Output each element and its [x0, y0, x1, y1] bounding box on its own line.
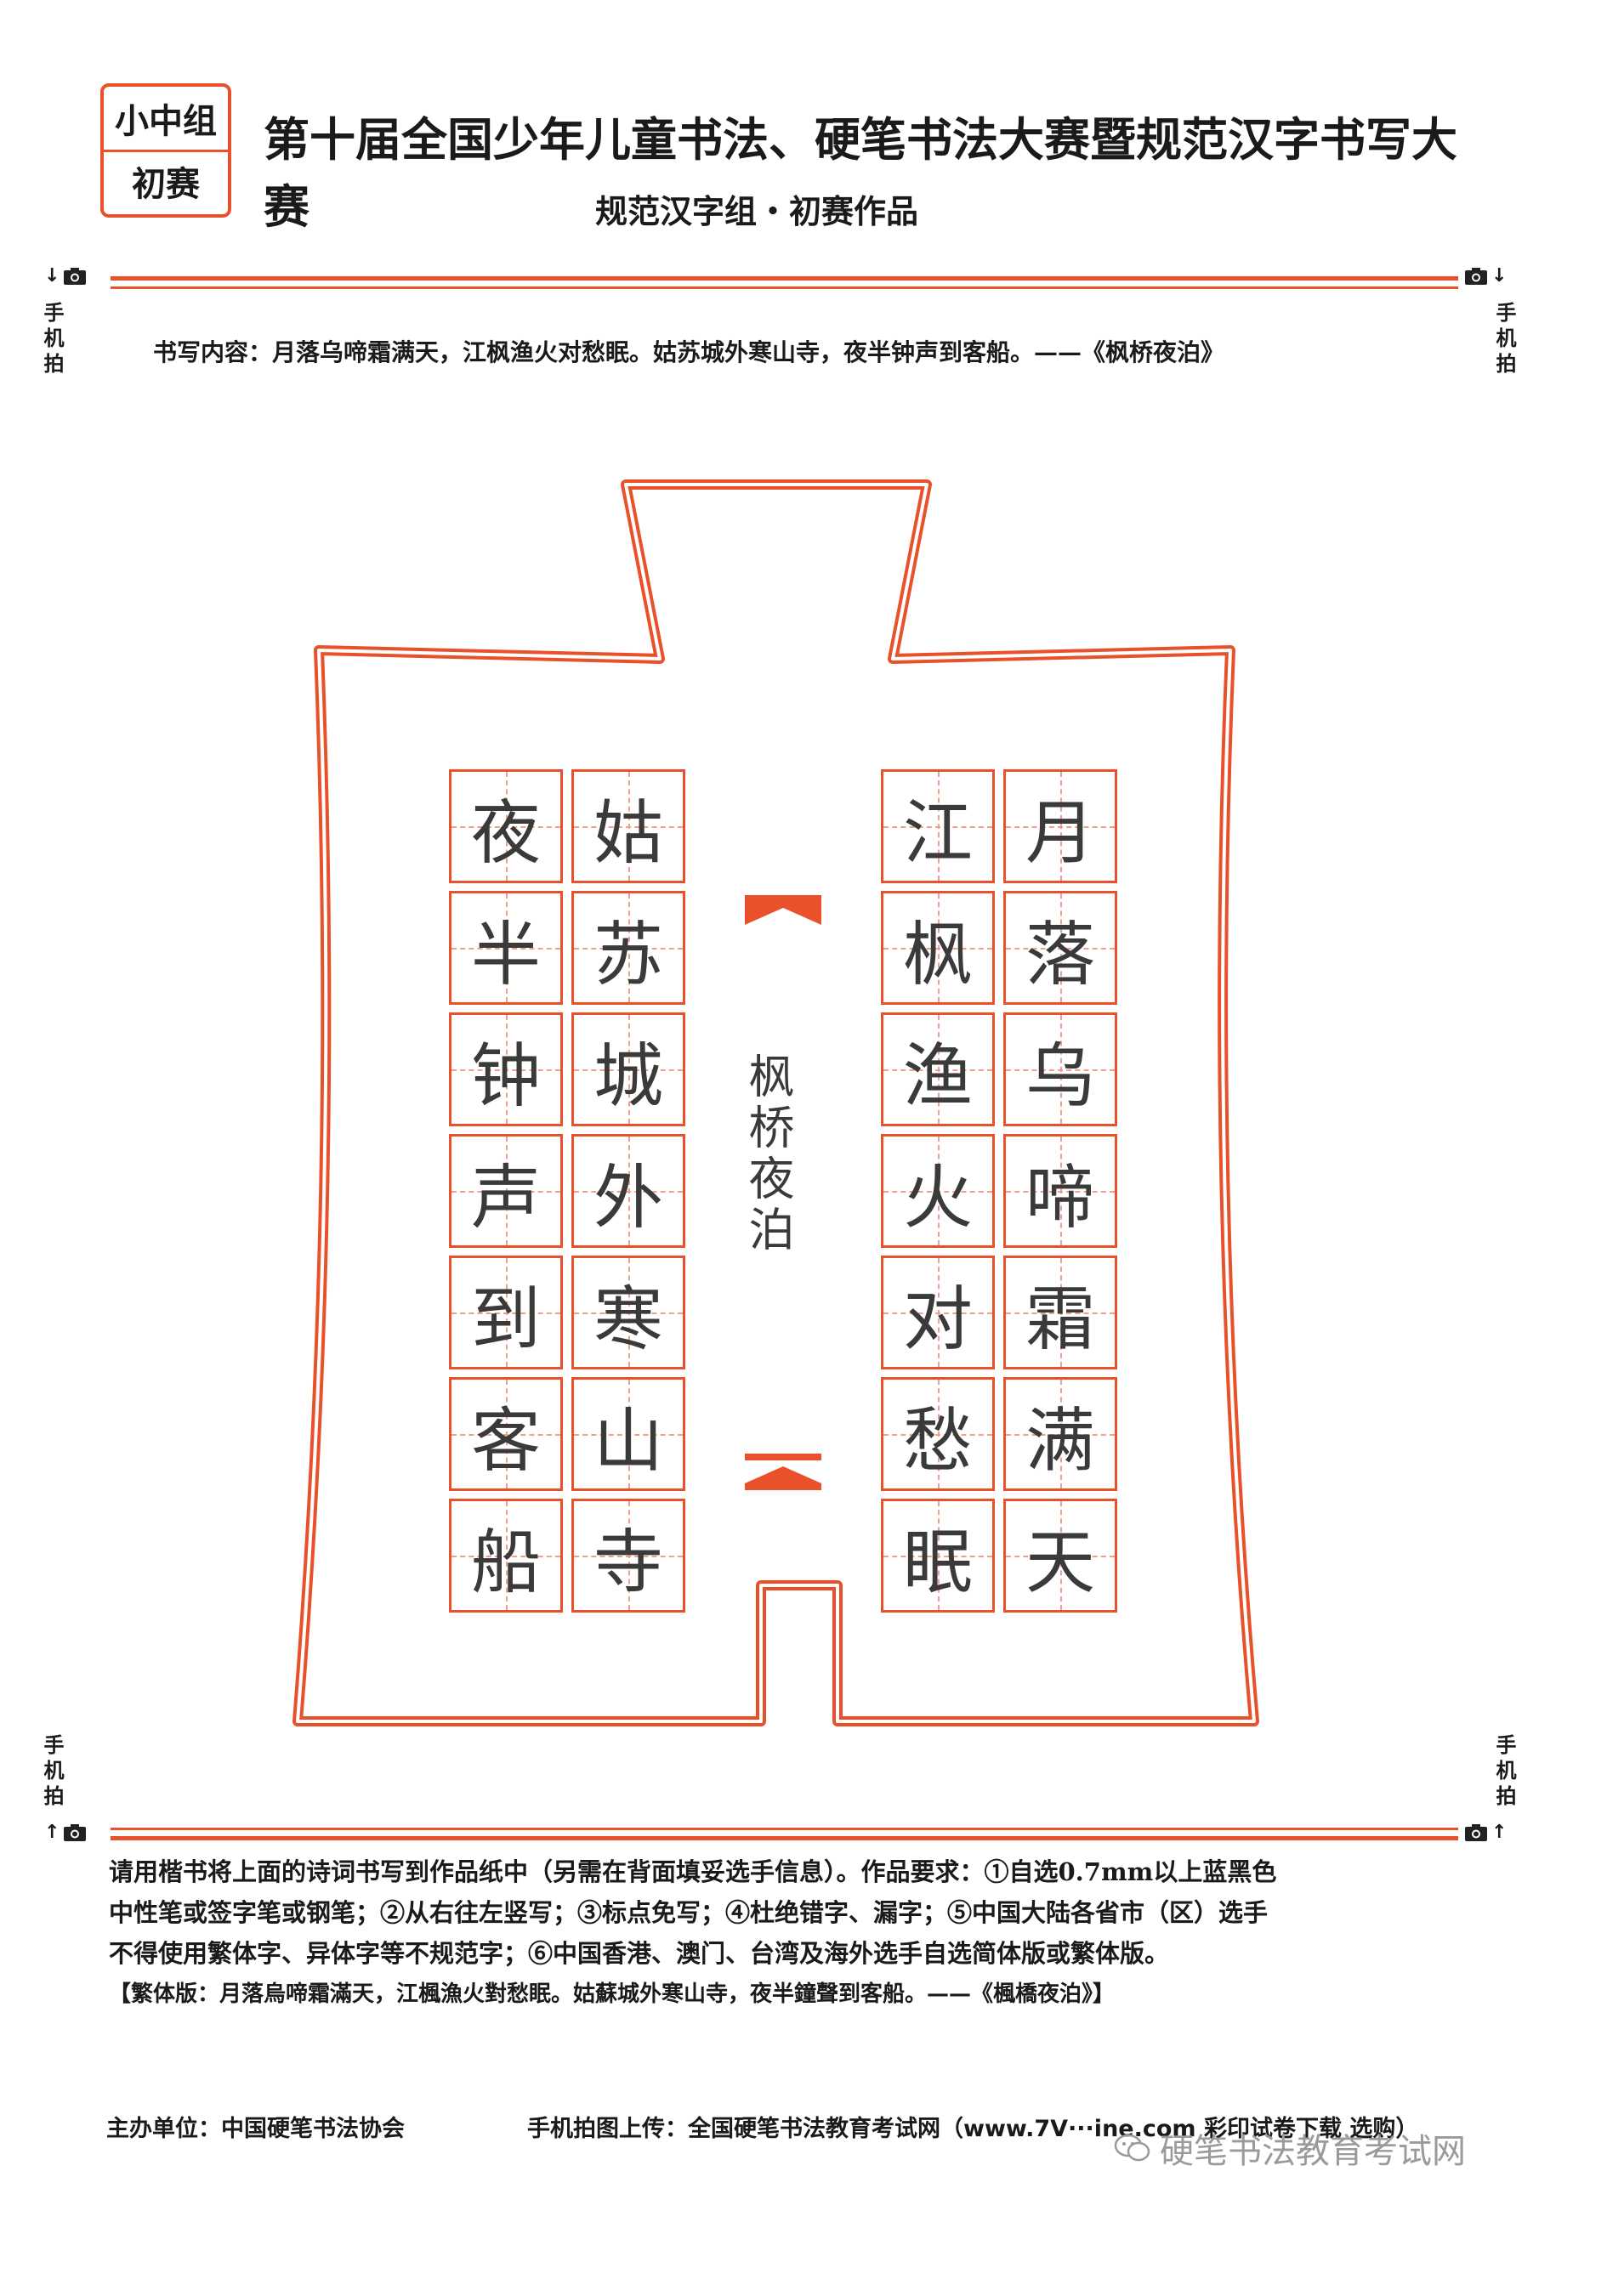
corner-marker-top-left: ↓	[44, 265, 87, 286]
grid-cell: 啼	[1003, 1134, 1117, 1248]
group-label: 小中组	[104, 87, 228, 152]
bottom-divider-2	[111, 1836, 1458, 1840]
corner-marker-top-right: ↓	[1464, 265, 1507, 286]
instructions-line-2: 中性笔或签字笔或钢笔；②从右往左竖写；③标点免写；④杜绝错字、漏字；⑤中国大陆各…	[109, 1898, 1269, 1927]
grid-cell: 苏	[571, 891, 685, 1005]
instructions-line-3: 不得使用繁体字、异体字等不规范字；⑥中国香港、澳门、台湾及海外选手自选简体版或繁…	[109, 1939, 1170, 1968]
arrow-up-icon: ↑	[1491, 1822, 1508, 1843]
phone-shot-label-bottom-right: 手机拍	[1492, 1734, 1517, 1811]
grid-cell: 眠	[881, 1499, 995, 1613]
instructions-line-1: 请用楷书将上面的诗词书写到作品纸中（另需在背面填妥选手信息）。作品要求：①自选0…	[109, 1857, 1277, 1886]
work-column-4: 夜 半 钟 声 到 客 船	[449, 769, 563, 1613]
watermark: 硬笔书法教育考试网	[1114, 2123, 1466, 2173]
phone-shot-label-top-left: 手机拍	[40, 302, 65, 378]
traditional-version: 【繁体版：月落烏啼霜滿天，江楓漁火對愁眠。姑蘇城外寒山寺，夜半鐘聲到客船。——《…	[109, 1981, 1116, 2007]
corner-marker-bottom-right: ↑	[1464, 1822, 1507, 1843]
corner-marker-bottom-left: ↑	[44, 1822, 87, 1843]
work-column-2: 江 枫 渔 火 对 愁 眠	[881, 769, 995, 1613]
wechat-icon	[1114, 2134, 1150, 2162]
organizer: 主办单位：中国硬笔书法协会	[106, 2116, 405, 2142]
grid-cell: 霜	[1003, 1256, 1117, 1369]
grid-cell: 满	[1003, 1377, 1117, 1491]
grid-cell: 客	[449, 1377, 563, 1491]
group-badge: 小中组 初赛	[100, 83, 231, 218]
grid-cell: 夜	[449, 769, 563, 883]
grid-cell: 钟	[449, 1012, 563, 1126]
page-subtitle: 规范汉字组・初赛作品	[595, 193, 919, 230]
grid-cell: 到	[449, 1256, 563, 1369]
camera-icon	[1465, 1823, 1487, 1841]
top-divider-1	[111, 276, 1458, 281]
grid-cell: 月	[1003, 769, 1117, 883]
grid-cell: 声	[449, 1134, 563, 1248]
grid-cell: 落	[1003, 891, 1117, 1005]
grid-cell: 寒	[571, 1256, 685, 1369]
grid-cell: 火	[881, 1134, 995, 1248]
grid-cell: 城	[571, 1012, 685, 1126]
title-marker-bottom	[745, 1454, 821, 1490]
phone-shot-label-top-right: 手机拍	[1492, 302, 1517, 378]
grid-cell: 外	[571, 1134, 685, 1248]
grid-cell: 渔	[881, 1012, 995, 1126]
arrow-up-icon: ↑	[44, 1822, 60, 1843]
grid-cell: 山	[571, 1377, 685, 1491]
page-title: 第十届全国少年儿童书法、硬笔书法大赛暨规范汉字书写大赛	[264, 112, 1457, 234]
grid-cell: 天	[1003, 1499, 1117, 1613]
grid-cell: 姑	[571, 769, 685, 883]
grid-cell: 乌	[1003, 1012, 1117, 1126]
grid-cell: 寺	[571, 1499, 685, 1613]
grid-cell: 船	[449, 1499, 563, 1613]
work-title: 枫桥夜泊	[741, 1052, 794, 1256]
watermark-text: 硬笔书法教育考试网	[1160, 2132, 1466, 2171]
writing-content: 书写内容：月落乌啼霜满天，江枫渔火对愁眠。姑苏城外寒山寺，夜半钟声到客船。——《…	[153, 338, 1225, 366]
grid-cell: 半	[449, 891, 563, 1005]
grid-cell: 枫	[881, 891, 995, 1005]
work-column-1: 月 落 乌 啼 霜 满 天	[1003, 769, 1117, 1613]
stage-label: 初赛	[132, 164, 200, 204]
camera-icon	[64, 267, 87, 285]
top-divider-2	[111, 286, 1458, 289]
camera-icon	[1465, 267, 1487, 285]
grid-cell: 愁	[881, 1377, 995, 1491]
bottom-divider-1	[111, 1828, 1458, 1830]
phone-shot-label-bottom-left: 手机拍	[40, 1734, 65, 1811]
grid-cell: 江	[881, 769, 995, 883]
instructions: 请用楷书将上面的诗词书写到作品纸中（另需在背面填妥选手信息）。作品要求：①自选0…	[109, 1851, 1469, 2015]
upload-info: 手机拍图上传：全国硬笔书法教育考试网（www.7V···ine.com 彩印试卷…	[527, 2116, 1419, 2142]
arrow-down-icon: ↓	[1491, 265, 1508, 286]
camera-icon	[64, 1823, 87, 1841]
title-marker-top	[745, 895, 821, 925]
work-column-3: 姑 苏 城 外 寒 山 寺	[571, 769, 685, 1613]
grid-cell: 对	[881, 1256, 995, 1369]
arrow-down-icon: ↓	[44, 265, 60, 286]
